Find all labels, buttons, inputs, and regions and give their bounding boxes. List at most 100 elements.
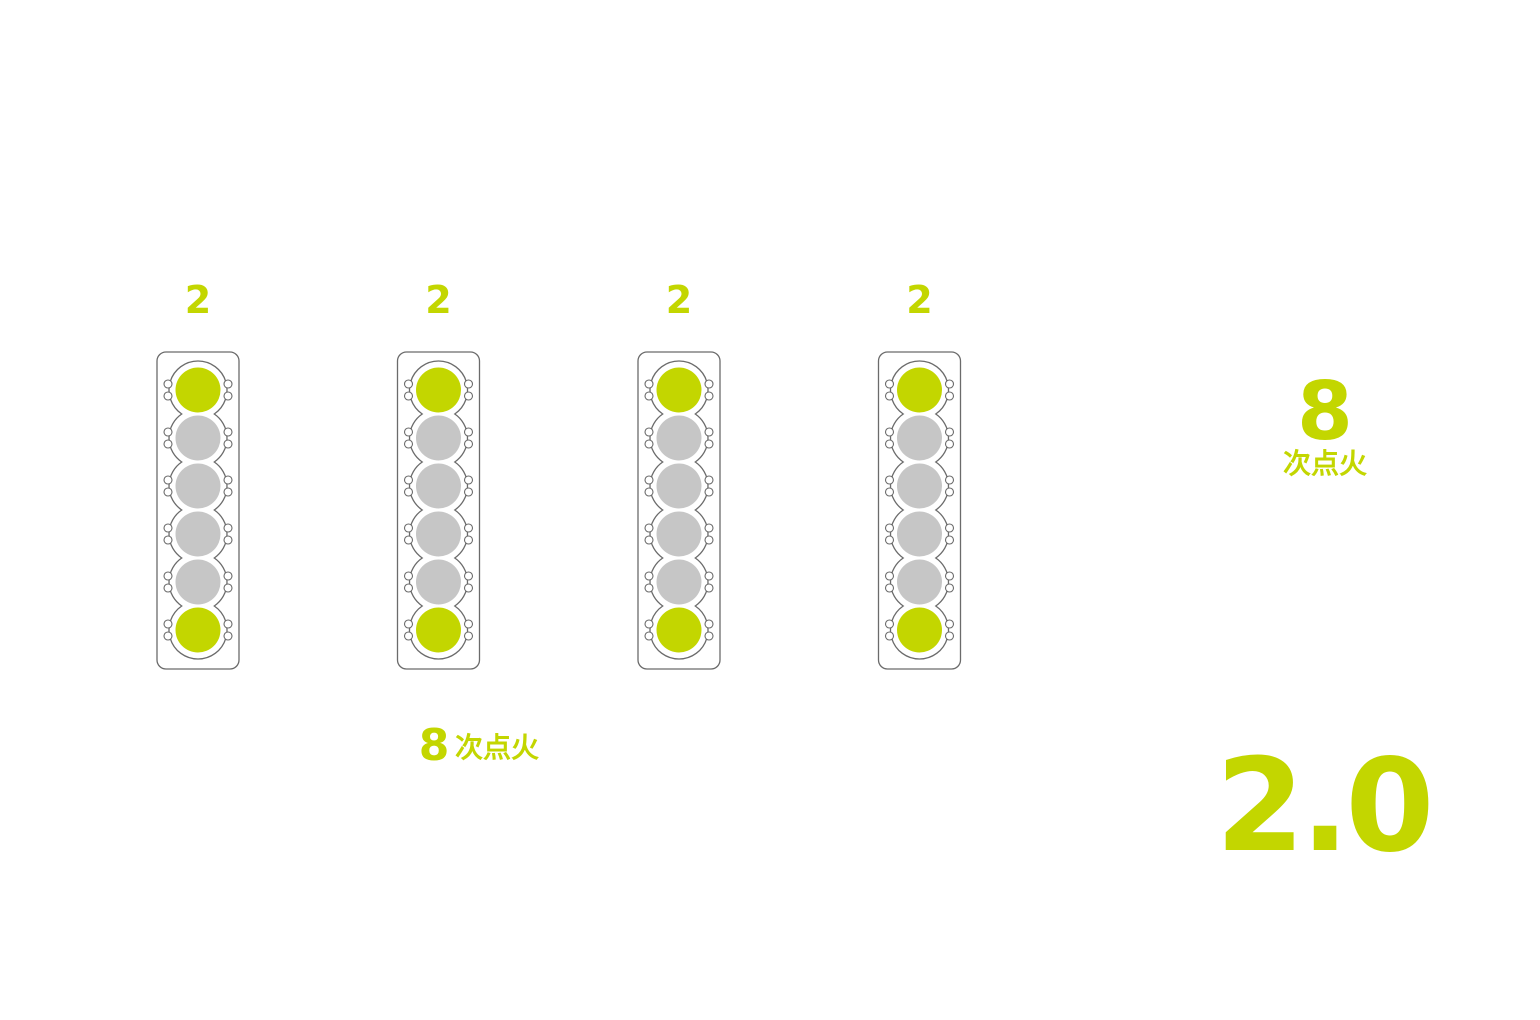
bolt-hole [944, 427, 955, 437]
bolt-hole [403, 475, 414, 485]
bolt-hole [163, 427, 173, 437]
bolt-hole [403, 631, 414, 641]
bolt-hole [463, 583, 474, 593]
cylinder-firing [656, 607, 702, 653]
cylinder-firing [416, 367, 461, 413]
bolt-hole [884, 379, 895, 389]
cylinder-head-3: 2 [637, 278, 721, 670]
bolt-hole [463, 439, 474, 449]
head-ignition-count: 2 [906, 278, 932, 322]
bolt-hole [884, 487, 895, 497]
cylinder-firing [175, 367, 221, 413]
bolt-hole [163, 523, 173, 533]
bolt-hole [163, 619, 173, 629]
bolt-hole [163, 535, 173, 545]
cylinder-idle [416, 415, 461, 461]
bolt-hole [223, 439, 233, 449]
bolt-hole [223, 583, 233, 593]
gasket-outline [649, 360, 709, 660]
bolt-hole [704, 379, 714, 389]
bolt-hole [884, 427, 895, 437]
bolt-hole [644, 523, 654, 533]
bolt-hole [944, 439, 955, 449]
bolt-hole [223, 475, 233, 485]
bolt-hole [884, 619, 895, 629]
bolt-hole [223, 427, 233, 437]
bolt-hole [403, 523, 414, 533]
bolt-hole [704, 571, 714, 581]
bolt-hole [463, 475, 474, 485]
cylinder-idle [416, 559, 461, 605]
cylinder-idle [175, 559, 221, 605]
bolt-hole [884, 439, 895, 449]
side-firing-unit: 次点火 [1283, 447, 1367, 480]
cylinder-idle [897, 463, 942, 509]
cylinder-firing [656, 367, 702, 413]
bolt-hole [884, 571, 895, 581]
head-ignition-count: 2 [185, 278, 211, 322]
cylinder-heads: 2 2 2 2 [156, 278, 962, 670]
bolt-hole [163, 439, 173, 449]
bolt-hole [944, 523, 955, 533]
bolt-hole [704, 523, 714, 533]
bolt-hole [223, 535, 233, 545]
cylinder-idle [656, 559, 702, 605]
bolt-hole [944, 475, 955, 485]
head-ignition-count: 2 [425, 278, 451, 322]
cylinder-idle [175, 511, 221, 557]
bolt-hole [704, 487, 714, 497]
cylinder-idle [897, 559, 942, 605]
cylinder-idle [416, 511, 461, 557]
bolt-hole [884, 583, 895, 593]
bolt-hole [163, 379, 173, 389]
cylinder-idle [175, 415, 221, 461]
bolt-hole [463, 535, 474, 545]
bolt-hole [644, 475, 654, 485]
total-firing-unit: 次点火 [455, 731, 539, 764]
bolt-hole [644, 439, 654, 449]
cylinder-firing [897, 367, 942, 413]
bolt-hole [884, 523, 895, 533]
bolt-hole [644, 391, 654, 401]
head-ignition-count: 2 [666, 278, 692, 322]
bolt-hole [884, 391, 895, 401]
bolt-hole [944, 583, 955, 593]
bolt-hole [944, 631, 955, 641]
bolt-hole [223, 631, 233, 641]
bolt-hole [223, 619, 233, 629]
bolt-hole [644, 571, 654, 581]
cylinder-idle [656, 463, 702, 509]
cylinder-idle [897, 511, 942, 557]
cylinder-idle [656, 415, 702, 461]
bolt-hole [463, 391, 474, 401]
cylinder-firing [175, 607, 221, 653]
bolt-hole [163, 631, 173, 641]
bolt-hole [403, 391, 414, 401]
bolt-hole [644, 631, 654, 641]
bolt-hole [944, 391, 955, 401]
side-firing-count: 8 [1297, 365, 1353, 458]
head-outline [156, 351, 240, 670]
cylinder-idle [175, 463, 221, 509]
bolt-hole [223, 379, 233, 389]
bolt-hole [403, 487, 414, 497]
cylinder-head-1: 2 [156, 278, 240, 670]
bolt-hole [944, 379, 955, 389]
bolt-hole [463, 523, 474, 533]
bolt-hole [403, 439, 414, 449]
bolt-hole [403, 535, 414, 545]
bolt-hole [463, 487, 474, 497]
head-outline [877, 351, 962, 670]
bolt-hole [704, 535, 714, 545]
bolt-hole [463, 379, 474, 389]
bolt-hole [163, 475, 173, 485]
cylinder-idle [897, 415, 942, 461]
bolt-hole [884, 475, 895, 485]
bolt-hole [163, 583, 173, 593]
bolt-hole [463, 427, 474, 437]
bolt-hole [163, 391, 173, 401]
bolt-hole [704, 439, 714, 449]
bolt-hole [944, 619, 955, 629]
cylinder-idle [656, 511, 702, 557]
bolt-hole [463, 631, 474, 641]
